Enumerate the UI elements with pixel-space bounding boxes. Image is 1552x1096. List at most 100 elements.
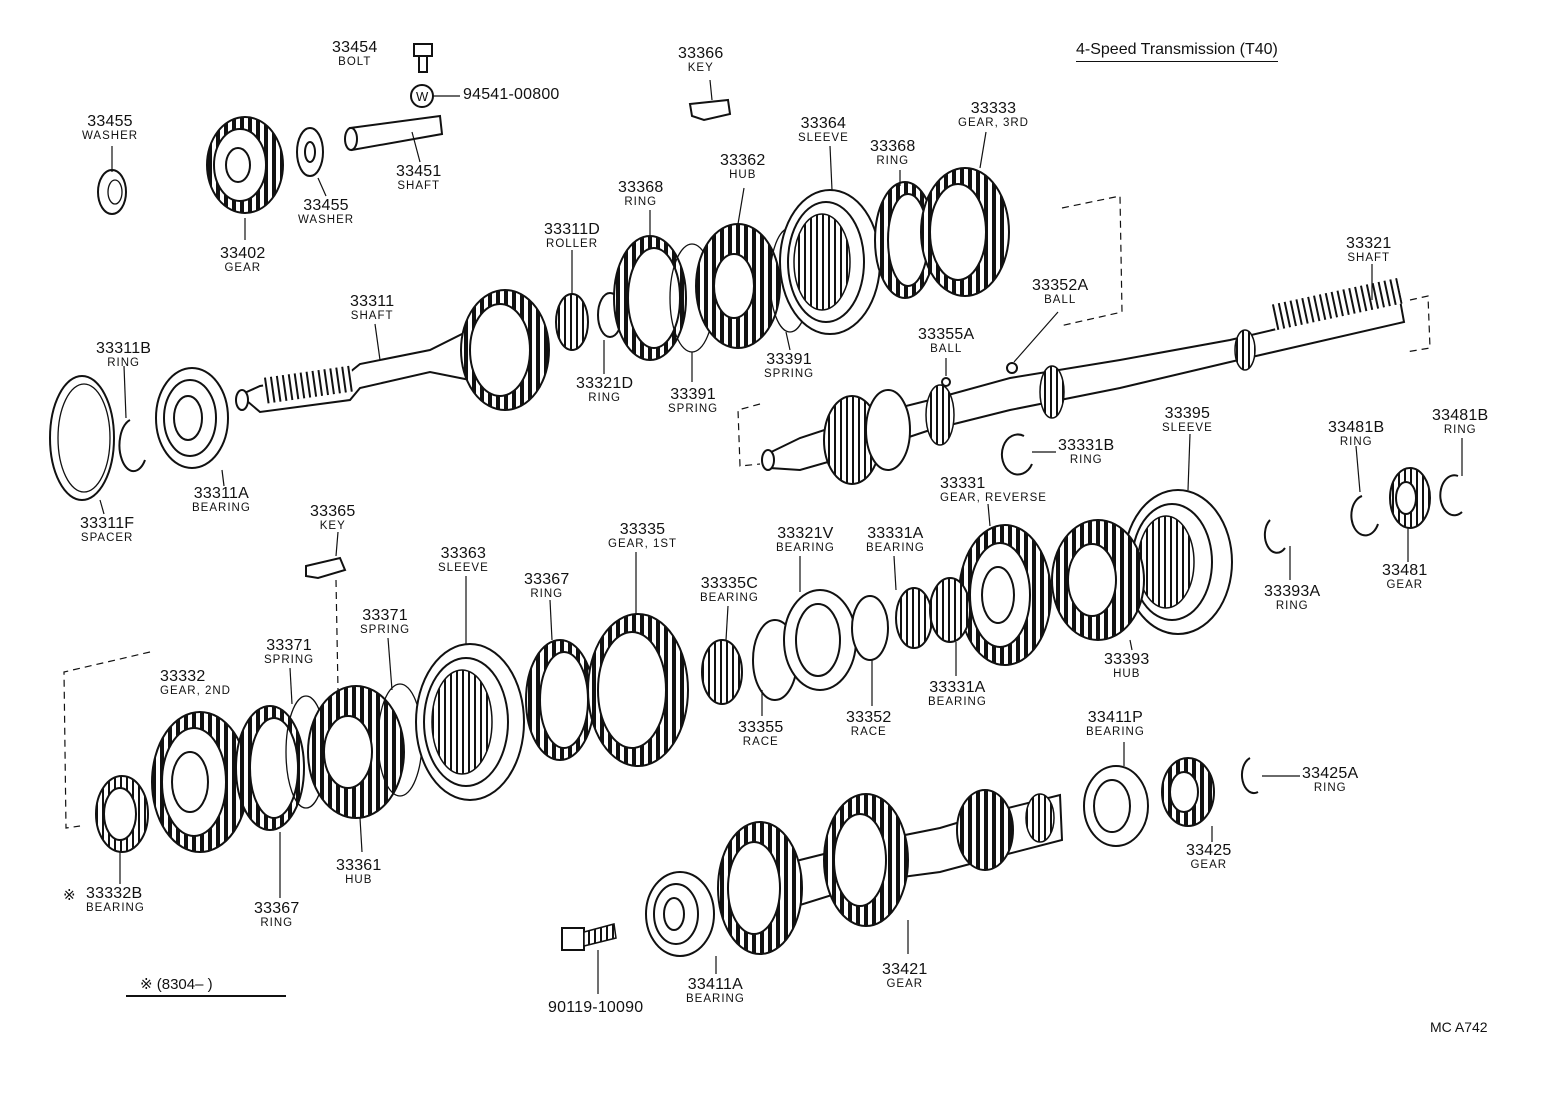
part-number: 33335C bbox=[700, 575, 758, 592]
part-name: KEY bbox=[687, 62, 714, 74]
part-number: 33391 bbox=[766, 351, 812, 368]
part-number: 33311D bbox=[544, 221, 601, 238]
part-name: BEARING bbox=[686, 993, 745, 1005]
bearing-33311A-drawing bbox=[155, 367, 229, 469]
bearing-33331A-upper-drawing bbox=[895, 587, 933, 649]
part-name: ROLLER bbox=[546, 238, 599, 250]
hub-33393-drawing bbox=[1051, 519, 1145, 641]
part-number: 33311 bbox=[350, 293, 395, 310]
part-number: 33481B bbox=[1432, 407, 1489, 424]
part-number: 33321D bbox=[576, 375, 634, 392]
part-number: 33425A bbox=[1302, 765, 1359, 782]
part-name: RING bbox=[588, 392, 621, 404]
part-number: 33395 bbox=[1164, 405, 1211, 422]
spacer-33311F-drawing bbox=[49, 375, 115, 501]
hub-33362-drawing bbox=[695, 223, 781, 349]
ring-33331B-drawing bbox=[1000, 433, 1033, 476]
part-name: BEARING bbox=[928, 696, 987, 708]
ring-33311B-drawing bbox=[118, 419, 146, 473]
footnote: ※ (8304– ) bbox=[140, 975, 213, 993]
part-number: 33321V bbox=[777, 525, 834, 542]
part-name: SPRING bbox=[668, 403, 719, 415]
bearing-33335C-drawing bbox=[701, 639, 743, 705]
part-name: GEAR bbox=[224, 262, 262, 274]
part-number: 33411P bbox=[1087, 709, 1143, 726]
part-name: HUB bbox=[1113, 668, 1141, 680]
part-number: 33366 bbox=[678, 45, 724, 62]
part-number: 33362 bbox=[720, 152, 766, 169]
callout-94541-00800[interactable]: 94541-00800 bbox=[463, 87, 560, 103]
part-number: 33371 bbox=[266, 637, 312, 654]
part-number: 33361 bbox=[336, 857, 382, 874]
ring-33481B-right-drawing bbox=[1439, 474, 1463, 517]
part-number: 33355 bbox=[738, 719, 784, 736]
part-name: RING bbox=[1339, 436, 1373, 448]
part-number: 33321 bbox=[1346, 235, 1392, 252]
part-name: SLEEVE bbox=[798, 132, 849, 144]
part-number: 33451 bbox=[396, 163, 442, 180]
gear-33421-drawing bbox=[717, 789, 1064, 955]
key-33365-drawing bbox=[305, 556, 347, 580]
gear-2nd-33332-drawing bbox=[151, 711, 249, 853]
callout-90119-10090[interactable]: 90119-10090 bbox=[548, 1000, 643, 1016]
part-number: 33455 bbox=[87, 113, 133, 130]
part-name: HUB bbox=[345, 874, 373, 886]
part-number: 33393 bbox=[1104, 651, 1150, 668]
part-name: RING bbox=[107, 357, 140, 369]
part-number: 33454 bbox=[332, 39, 378, 56]
part-number: 33481 bbox=[1382, 562, 1428, 579]
footnote-symbol: ※ bbox=[140, 976, 153, 993]
